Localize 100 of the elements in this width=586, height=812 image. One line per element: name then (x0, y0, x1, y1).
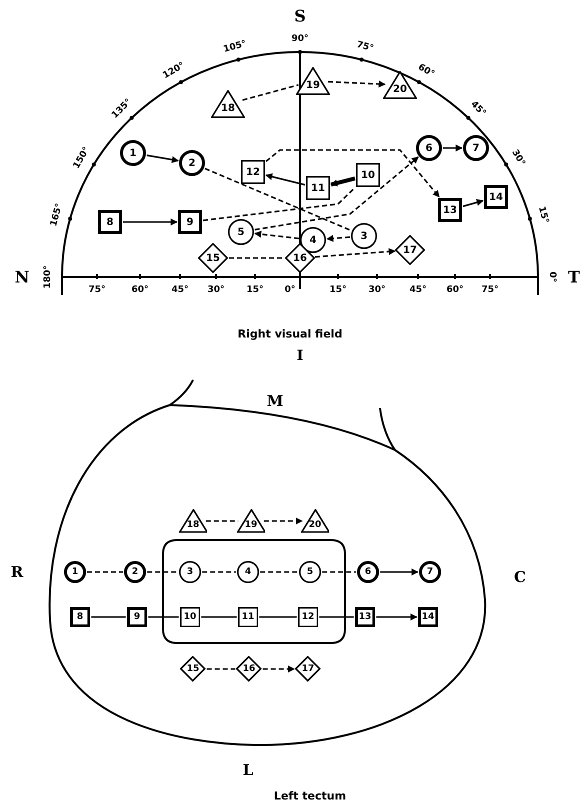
axis-tick-label: 30° (207, 285, 225, 295)
connector-line (260, 571, 298, 573)
connector-line (87, 571, 123, 573)
connector-line (147, 571, 178, 573)
circle-marker: 4 (236, 560, 260, 584)
square-marker: 14 (418, 606, 438, 628)
axis-tick-label: 75° (88, 285, 106, 295)
connector-line (204, 168, 352, 232)
connector-line (322, 571, 356, 573)
circle-marker: 4 (300, 227, 326, 253)
connector-line (202, 571, 236, 573)
circle-marker: 6 (416, 135, 442, 161)
square-marker: 11 (238, 606, 258, 628)
axis-tick-label: 0° (284, 285, 296, 295)
circle-marker: 7 (418, 560, 442, 584)
arrow (443, 144, 463, 152)
angle-label: 45° (468, 99, 488, 118)
square-marker: 14 (484, 185, 508, 209)
triangle-marker: 18 (178, 509, 208, 533)
arrow (265, 173, 306, 186)
circle-marker: 3 (178, 560, 202, 584)
angle-label: 180° (43, 265, 53, 289)
arrow (254, 156, 419, 230)
angle-label: 0° (547, 272, 557, 282)
compass-letter: S (294, 6, 306, 26)
orientation-letter: M (266, 392, 284, 410)
figure-caption: Right visual field (238, 328, 342, 340)
figure-caption: Left tectum (274, 790, 346, 802)
arrow (262, 666, 295, 672)
circle-marker: 1 (64, 560, 86, 584)
connector-line (202, 187, 356, 222)
connector-line (206, 668, 236, 670)
axis-tick-label: 15° (246, 285, 264, 295)
square-marker: 10 (180, 606, 200, 628)
arrow (376, 614, 418, 620)
orientation-letter: L (242, 761, 254, 779)
axis-tick-label: 60° (446, 285, 464, 295)
axis-tick-label: 75° (481, 285, 499, 295)
angle-label: 105° (222, 39, 248, 55)
square-marker: 9 (178, 210, 202, 234)
connector-line (148, 616, 179, 618)
circle-marker: 6 (356, 560, 380, 584)
axis-tick-label: 45° (409, 285, 427, 295)
circle-marker: 5 (298, 560, 322, 584)
angle-label: 15° (536, 206, 550, 225)
connector-line (201, 616, 237, 618)
arrow (123, 218, 178, 226)
arrow (266, 149, 440, 198)
angle-label: 30° (510, 148, 527, 168)
orientation-letter: C (514, 568, 526, 586)
compass-letter: N (14, 268, 30, 286)
arrow (380, 568, 419, 576)
circle-marker: 3 (351, 223, 377, 249)
diamond-marker: 16 (236, 656, 262, 682)
circle-marker: 2 (179, 150, 205, 176)
axis-tick-label: 15° (329, 285, 347, 295)
arrow (326, 234, 350, 242)
triangle-marker: 19 (236, 509, 266, 533)
arrow (254, 230, 300, 240)
axis-tick-label: 30° (368, 285, 386, 295)
connector-line (242, 84, 299, 101)
axis-tick-label: 60° (131, 285, 149, 295)
square-marker: 12 (298, 606, 318, 628)
diamond-marker: 15 (198, 243, 228, 273)
square-marker: 8 (98, 210, 122, 234)
angle-label: 90° (291, 34, 309, 44)
angle-label: 60° (416, 62, 436, 80)
connector-line (319, 616, 354, 618)
triangle-marker: 20 (383, 71, 417, 99)
arrow (462, 199, 484, 208)
diamond-marker: 17 (395, 235, 425, 265)
square-marker: 8 (70, 606, 90, 628)
triangle-marker: 18 (211, 90, 245, 118)
square-marker: 13 (438, 198, 462, 222)
arrow (330, 176, 356, 187)
diamond-marker: 17 (295, 656, 321, 682)
circle-marker: 7 (463, 135, 489, 161)
orientation-letter: R (10, 563, 24, 581)
arrow (264, 518, 303, 524)
arrow (314, 248, 396, 258)
square-marker: 13 (354, 606, 376, 628)
connector-line (91, 616, 126, 618)
triangle-marker: 20 (300, 509, 330, 533)
diamond-marker: 15 (180, 656, 206, 682)
angle-label: 75° (356, 40, 375, 54)
circle-marker: 1 (120, 140, 146, 166)
axis-tick-label: 45° (171, 285, 189, 295)
connector-line (259, 616, 297, 618)
connector-line (229, 257, 284, 259)
circle-marker: 2 (124, 560, 146, 584)
square-marker: 9 (126, 606, 148, 628)
angle-label: 165° (48, 202, 64, 228)
square-marker: 10 (356, 163, 380, 187)
arrow (146, 154, 179, 164)
square-marker: 12 (241, 160, 265, 184)
circle-marker: 5 (228, 219, 254, 245)
compass-letter: T (568, 268, 580, 286)
square-marker: 11 (306, 176, 330, 200)
arrow (328, 80, 386, 88)
triangle-marker: 19 (296, 67, 330, 95)
